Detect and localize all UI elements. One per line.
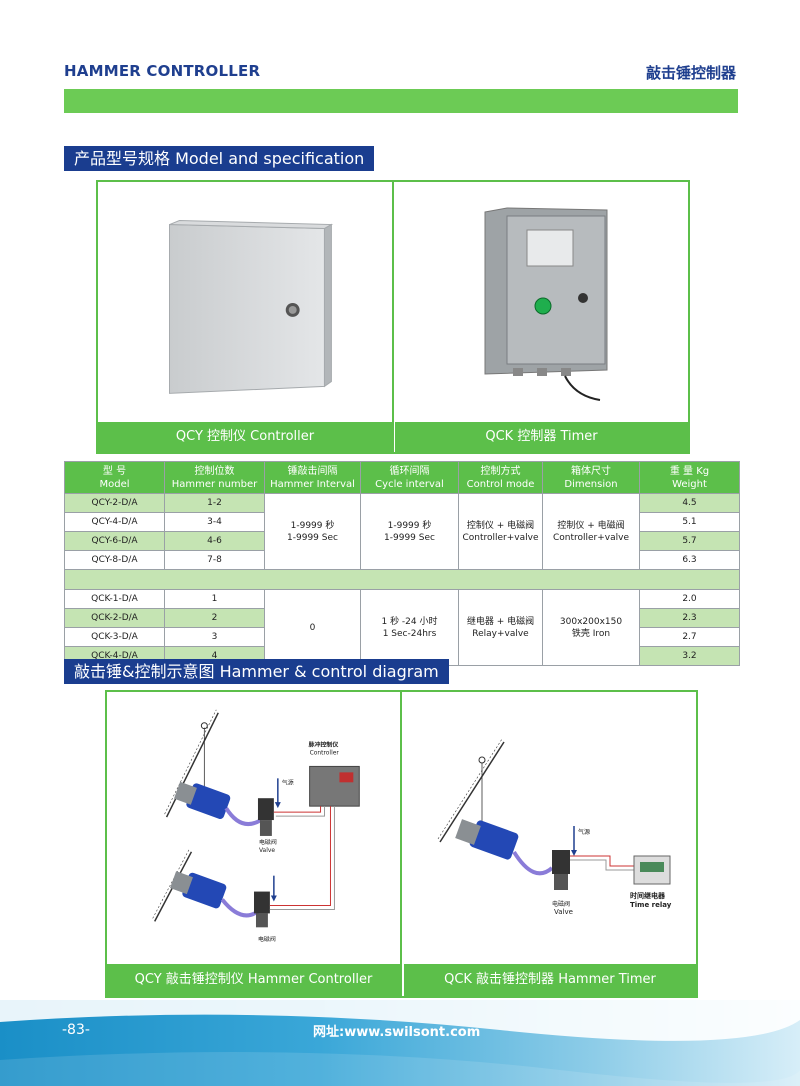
- cell-weight: 5.7: [639, 531, 740, 551]
- cell-weight: 2.0: [639, 589, 740, 609]
- qck-timer-image: [395, 182, 688, 424]
- cell-weight: 5.1: [639, 512, 740, 532]
- cell-number: 7-8: [164, 550, 265, 570]
- cell-number: 2: [164, 608, 265, 628]
- table-row: QCY-4-D/A 3-4 5.1: [64, 512, 740, 532]
- section-title-diagram: 敲击锤&控制示意图 Hammer & control diagram: [64, 659, 449, 684]
- cell-number: 1-2: [164, 493, 265, 513]
- diagram-caption-qcy: QCY 敲击锤控制仪 Hammer Controller: [107, 964, 400, 996]
- website-link[interactable]: 网址:www.swilsont.com: [313, 1025, 481, 1040]
- cell-qck-hammer-interval: 0: [264, 589, 361, 666]
- section-title-spec: 产品型号规格 Model and specification: [64, 146, 375, 171]
- valve-label-en: Valve: [259, 847, 275, 854]
- valve-label-cn-2: 电磁阀: [258, 935, 276, 943]
- diagram-caption-qck: QCK 敲击锤控制器 Hammer Timer: [404, 964, 696, 996]
- table-row: QCY-8-D/A 7-8 6.3: [64, 550, 740, 570]
- timer-label-cn: 时间继电器: [630, 891, 666, 900]
- controller-label-en: Controller: [310, 750, 340, 757]
- timer-label-en: Time relay: [630, 901, 672, 909]
- photo-qck: QCK 控制器 Timer: [395, 182, 688, 452]
- cell-number: 1: [164, 589, 265, 609]
- header-title-en: HAMMER CONTROLLER: [64, 62, 261, 80]
- cell-model: QCY-8-D/A: [64, 550, 165, 570]
- photo-qcy: QCY 控制仪 Controller: [98, 182, 394, 452]
- cell-model: QCY-6-D/A: [64, 531, 165, 551]
- page-number: -83-: [62, 1022, 90, 1038]
- cell-number: 3: [164, 627, 265, 647]
- qck-hammer-diagram: 气源 电磁阀 Valve 时间继电器 Time relay: [437, 738, 672, 916]
- table-row: QCY-6-D/A 4-6 5.7: [64, 531, 740, 551]
- qcy-hammer-diagram: 气源 电磁阀 Valve 脉冲控制仪 Controller 电磁阀: [152, 709, 360, 943]
- cell-model: QCY-2-D/A: [64, 493, 165, 513]
- cell-weight: 2.3: [639, 608, 740, 628]
- cell-number: 3-4: [164, 512, 265, 532]
- table-separator-row: [64, 569, 740, 590]
- photo-caption-qck: QCK 控制器 Timer: [395, 422, 688, 452]
- photo-caption-qcy: QCY 控制仪 Controller: [98, 422, 392, 452]
- diagram-frame: 气源 电磁阀 Valve 脉冲控制仪 Controller 电磁阀 QCY 敲击…: [105, 690, 698, 998]
- header-title-cn: 敲击锤控制器: [645, 64, 736, 82]
- valve-label-en-2: Valve: [554, 908, 573, 916]
- diagram-qcy: 气源 电磁阀 Valve 脉冲控制仪 Controller 电磁阀 QCY 敲击…: [107, 692, 402, 996]
- header-green-bar: [64, 89, 738, 113]
- cell-weight: 6.3: [639, 550, 740, 570]
- diagram-qck: 气源 电磁阀 Valve 时间继电器 Time relay QCK 敲击锤控制器…: [404, 692, 696, 996]
- valve-label-cn-3: 电磁阀: [552, 900, 570, 908]
- air-source-label-2: 气源: [578, 828, 590, 836]
- cell-model: QCK-3-D/A: [64, 627, 165, 647]
- table-row: QCK-2-D/A 2 2.3: [64, 608, 740, 628]
- cell-weight: 2.7: [639, 627, 740, 647]
- cell-model: QCY-4-D/A: [64, 512, 165, 532]
- cell-model: QCK-2-D/A: [64, 608, 165, 628]
- qcy-controller-image: [98, 182, 392, 424]
- valve-label-cn: 电磁阀: [259, 838, 277, 846]
- footer-wave-decoration: [0, 1000, 800, 1086]
- cell-model: QCK-1-D/A: [64, 589, 165, 609]
- cell-weight: 3.2: [639, 646, 740, 666]
- controller-label-cn: 脉冲控制仪: [308, 741, 339, 749]
- product-photo-frame: QCY 控制仪 Controller QCK 控制器 Timer: [96, 180, 690, 454]
- air-source-label: 气源: [282, 778, 294, 786]
- cell-number: 4-6: [164, 531, 265, 551]
- cell-weight: 4.5: [639, 493, 740, 513]
